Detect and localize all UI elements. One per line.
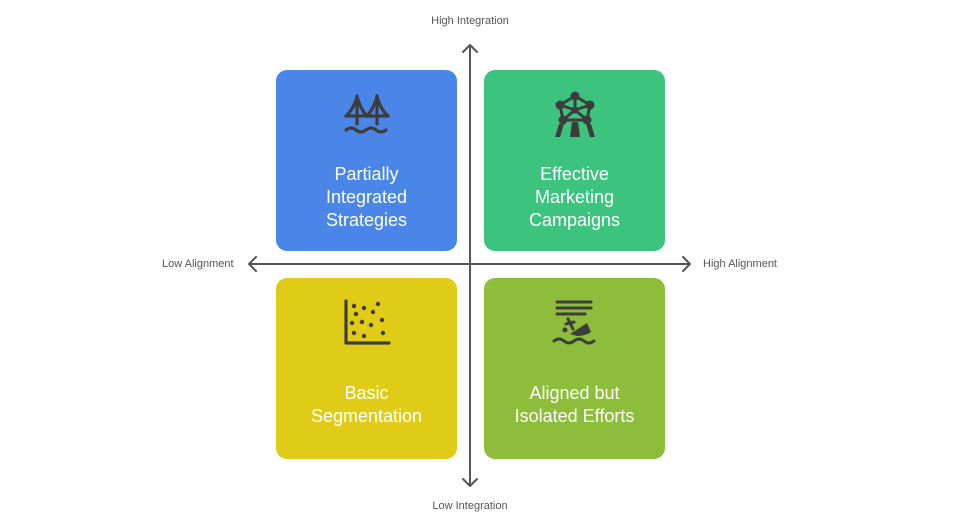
- quadrant-partially-integrated-strategies: Partially Integrated Strategies: [276, 70, 457, 251]
- scatter-plot-icon: [343, 299, 391, 345]
- quadrant-aligned-but-isolated-efforts: Aligned but Isolated Efforts: [484, 278, 665, 459]
- sinking-boat-icon: [552, 300, 595, 345]
- y-axis-up-arrow-icon: [462, 44, 478, 53]
- x-axis-low-label: Low Alignment: [162, 258, 234, 270]
- quadrant-title: Basic Segmentation: [310, 383, 423, 426]
- quadrant-effective-marketing-campaigns: Effective Marketing Campaigns: [484, 70, 665, 251]
- atomium-icon: [554, 91, 595, 137]
- quadrant-title: Partially Integrated Strategies: [325, 164, 408, 230]
- quadrant-basic-segmentation: Basic Segmentation: [276, 278, 457, 459]
- x-axis-right-arrow-icon: [682, 256, 691, 272]
- y-axis-down-arrow-icon: [462, 478, 478, 487]
- bridge-icon: [343, 94, 390, 134]
- quadrant-title: Aligned but Isolated Efforts: [514, 383, 635, 426]
- x-axis-left-arrow-icon: [248, 256, 257, 272]
- x-axis-high-label: High Alignment: [703, 258, 777, 270]
- y-axis-high-label: High Integration: [431, 15, 509, 27]
- y-axis-low-label: Low Integration: [432, 500, 508, 512]
- quadrant-title: Effective Marketing Campaigns: [528, 164, 621, 230]
